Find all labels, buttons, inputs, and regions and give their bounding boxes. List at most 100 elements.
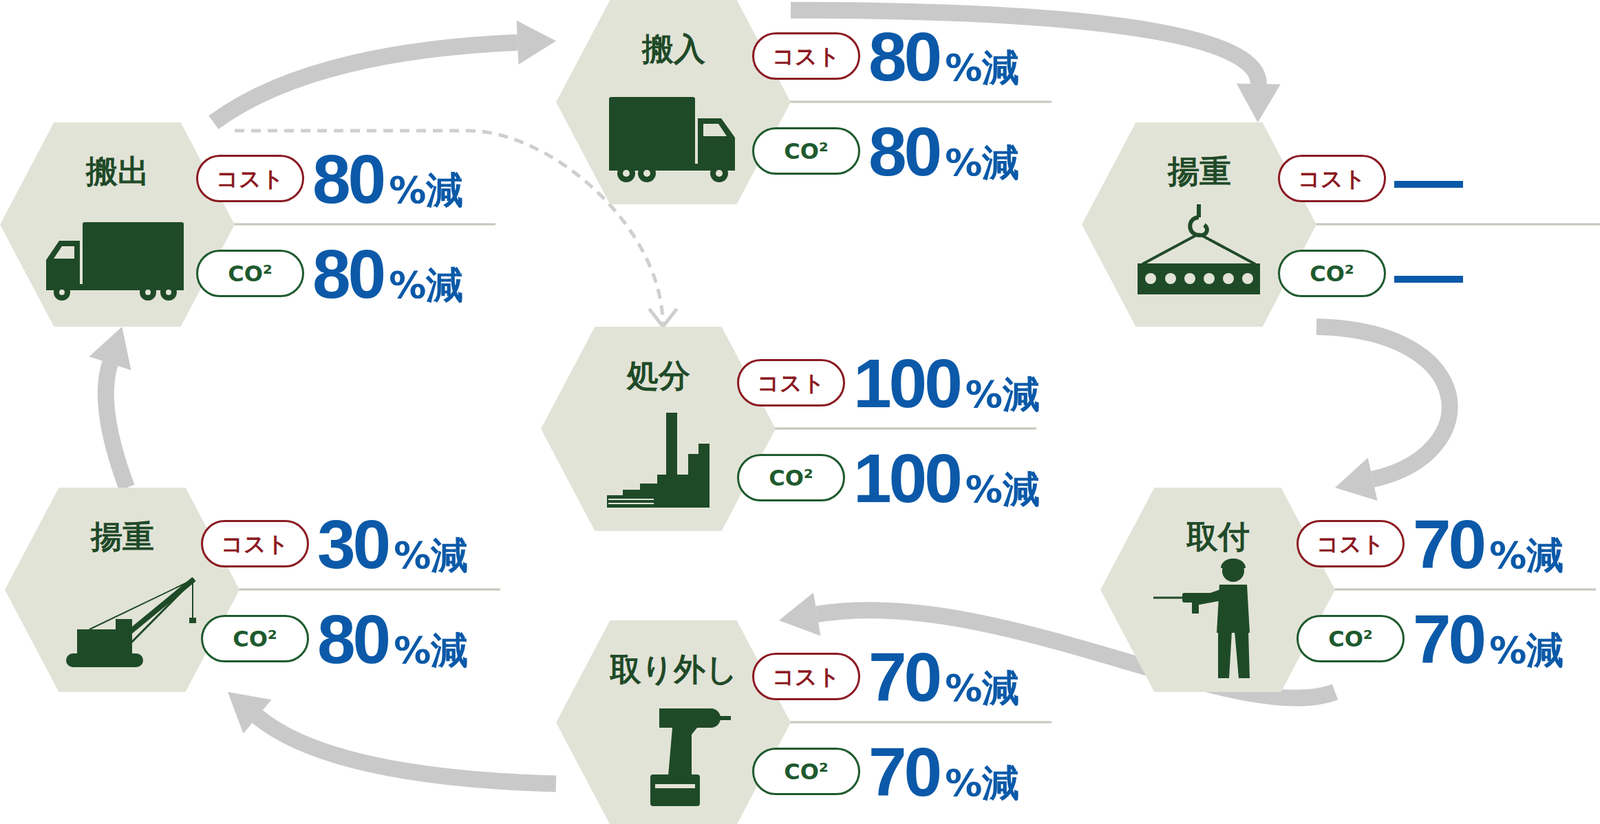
metric-pill: コスト (737, 359, 846, 407)
metric-pill: コスト (196, 154, 305, 203)
metric-name: コスト (756, 372, 826, 395)
hexagon-node: 揚重 (1081, 122, 1317, 327)
reduction-number: 70 (1412, 509, 1484, 579)
reduction-number: 70 (1412, 604, 1484, 674)
reduction-unit: %減 (944, 670, 1020, 708)
hexagon-shape (0, 122, 235, 327)
flow-arrow (213, 20, 557, 123)
arrow-line (1316, 326, 1450, 480)
metric-pill: コスト (1277, 154, 1386, 203)
hook-beam-icon (1137, 204, 1261, 295)
reduction-value: 30%減 (317, 509, 468, 579)
reduction-unit: %減 (1489, 537, 1564, 575)
reduction-value: 70%減 (1412, 604, 1564, 674)
reduction-value: 80%減 (312, 239, 464, 309)
metric-name: CO² (232, 628, 278, 651)
hexagon-node: 搬入 (556, 0, 791, 205)
metric-pill: コスト (752, 32, 861, 80)
metric-pill: CO² (1296, 615, 1405, 663)
flow-arrow (89, 326, 132, 488)
arrow-head (1335, 458, 1378, 501)
metric-name: コスト (1297, 167, 1367, 190)
metric-name: CO² (783, 140, 829, 163)
flow-arrow (790, 10, 1281, 123)
reduction-value: 70%減 (868, 642, 1020, 712)
reduction-number: 80 (868, 22, 940, 91)
reduction-unit: %減 (1489, 632, 1564, 670)
hexagon-shape (556, 620, 791, 824)
arrow-line (105, 363, 128, 488)
hexagon-node: 取り外し (556, 620, 791, 824)
reduction-unit: %減 (388, 267, 464, 305)
arrow-head (227, 692, 272, 734)
reduction-value: 100%減 (853, 348, 1040, 418)
reduction-number: — (1394, 144, 1461, 214)
metric-pill: コスト (200, 520, 309, 568)
reduction-unit: %減 (944, 765, 1020, 803)
reduction-unit: %減 (965, 471, 1040, 509)
metric-pill: CO² (200, 615, 309, 663)
reduction-number: 100 (853, 348, 960, 418)
reduction-unit: %減 (388, 172, 464, 210)
truck-icon (609, 97, 735, 183)
arrow-line (790, 10, 1259, 84)
hexagon-shape (1081, 122, 1317, 327)
reduction-value: — (1394, 144, 1461, 214)
reduction-number: 70 (868, 642, 940, 712)
metric-name: CO² (768, 467, 814, 490)
metric-name: CO² (227, 262, 273, 285)
arrow-line (257, 717, 557, 785)
reduction-number: 80 (868, 116, 940, 186)
hexagon-node: 搬出 (0, 122, 235, 327)
reduction-value: 80%減 (312, 144, 464, 214)
flow-arrow (227, 692, 557, 785)
reduction-unit: %減 (393, 632, 468, 670)
factory-icon (606, 412, 710, 508)
hexagon-shape (1100, 487, 1336, 693)
reduction-unit: %減 (393, 537, 468, 575)
hexagon-shape (4, 487, 240, 693)
metric-name: CO² (1309, 262, 1355, 285)
reduction-number: 100 (853, 443, 960, 513)
hexagon-node: 処分 (540, 326, 776, 532)
metric-pill: コスト (1296, 520, 1405, 568)
arrow-head (779, 592, 821, 636)
reduction-number: — (1394, 239, 1461, 309)
reduction-value: 80%減 (868, 116, 1020, 186)
reduction-number: 80 (312, 144, 384, 214)
impact-drill-icon (650, 708, 731, 807)
reduction-number: 80 (312, 239, 384, 309)
metric-name: コスト (772, 45, 841, 68)
reduction-value: 70%減 (1412, 509, 1564, 579)
worker-drill-icon (1153, 558, 1250, 679)
arrow-head (516, 20, 557, 65)
metric-name: CO² (783, 761, 829, 784)
reduction-value: 80%減 (317, 604, 468, 674)
arrow-head (89, 326, 132, 371)
reduction-number: 80 (317, 604, 389, 674)
metric-name: コスト (220, 533, 290, 556)
reduction-value: 80%減 (868, 22, 1020, 91)
arrow-head (648, 308, 677, 327)
reduction-unit: %減 (944, 49, 1020, 87)
reduction-value: 70%減 (868, 737, 1020, 807)
metric-name: コスト (772, 666, 841, 689)
metric-pill: CO² (752, 748, 861, 796)
reduction-unit: %減 (944, 144, 1020, 182)
hexagon-node: 揚重 (4, 487, 240, 693)
crawler-crane-icon (66, 579, 197, 668)
hexagon-node: 取付 (1100, 487, 1336, 693)
hexagon-shape (556, 0, 791, 205)
divider-lines (206, 101, 1600, 723)
metric-name: コスト (1316, 533, 1385, 556)
truck-icon (46, 222, 184, 301)
flow-arrow (1316, 326, 1450, 501)
metric-pill: CO² (1277, 249, 1386, 298)
reduction-value: 100%減 (853, 443, 1040, 513)
metric-pill: コスト (752, 653, 861, 701)
reduction-number: 70 (868, 737, 940, 807)
metric-name: コスト (216, 167, 285, 190)
